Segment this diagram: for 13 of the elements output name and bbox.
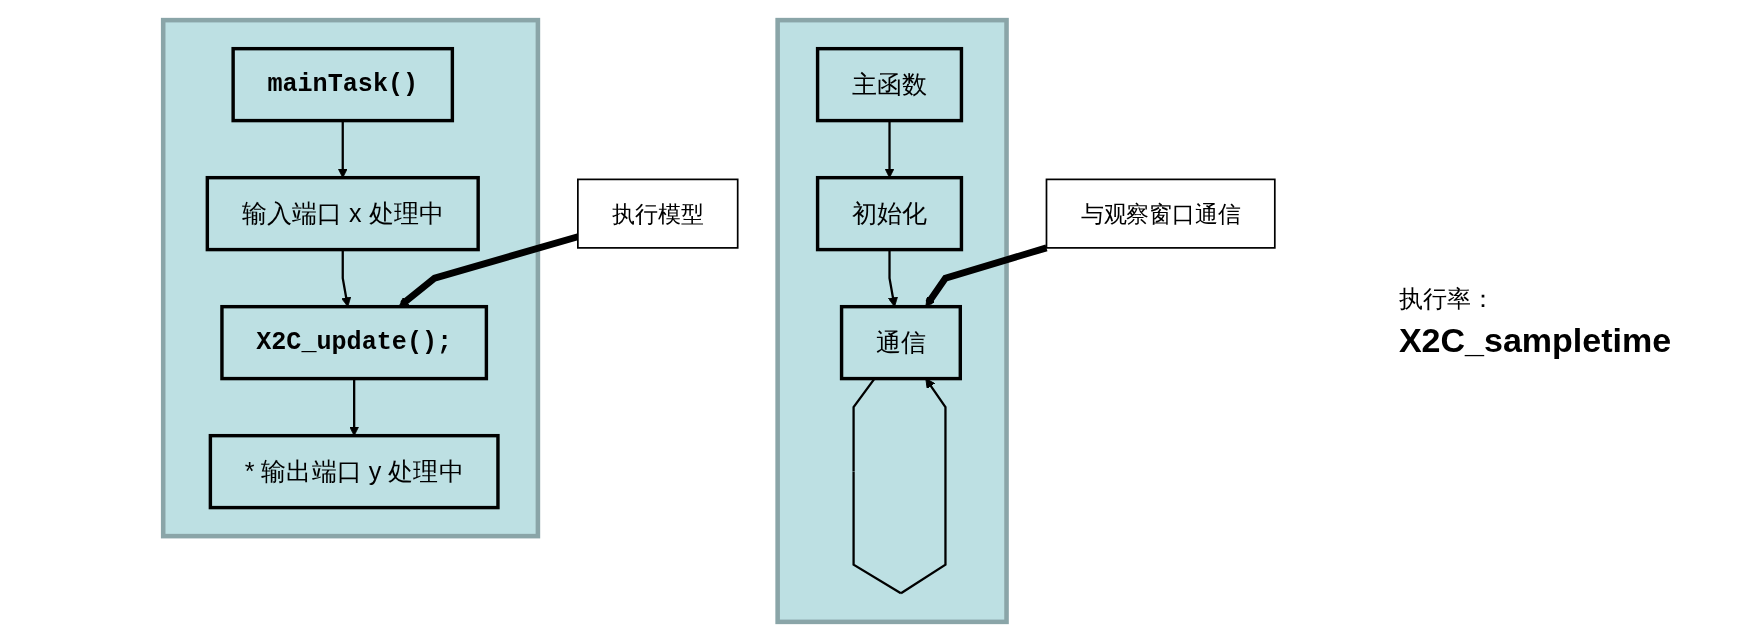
node-box: 主函数 [815,46,964,123]
cluster [160,17,541,539]
node-box: mainTask() [231,46,454,123]
node-box: 通信 [839,304,962,381]
rate-note: 执行率： [1398,283,1496,314]
cluster [775,17,1009,625]
node-box: 输入端口 x 处理中 [205,175,480,252]
node-box: X2C_update(); [220,304,488,381]
node-box: 执行模型 [576,178,739,249]
node-box: 初始化 [815,175,964,252]
node-box: * 输出端口 y 处理中 [208,433,500,510]
rate-note: X2C_sampletime [1398,320,1672,360]
node-box: 与观察窗口通信 [1045,178,1276,249]
